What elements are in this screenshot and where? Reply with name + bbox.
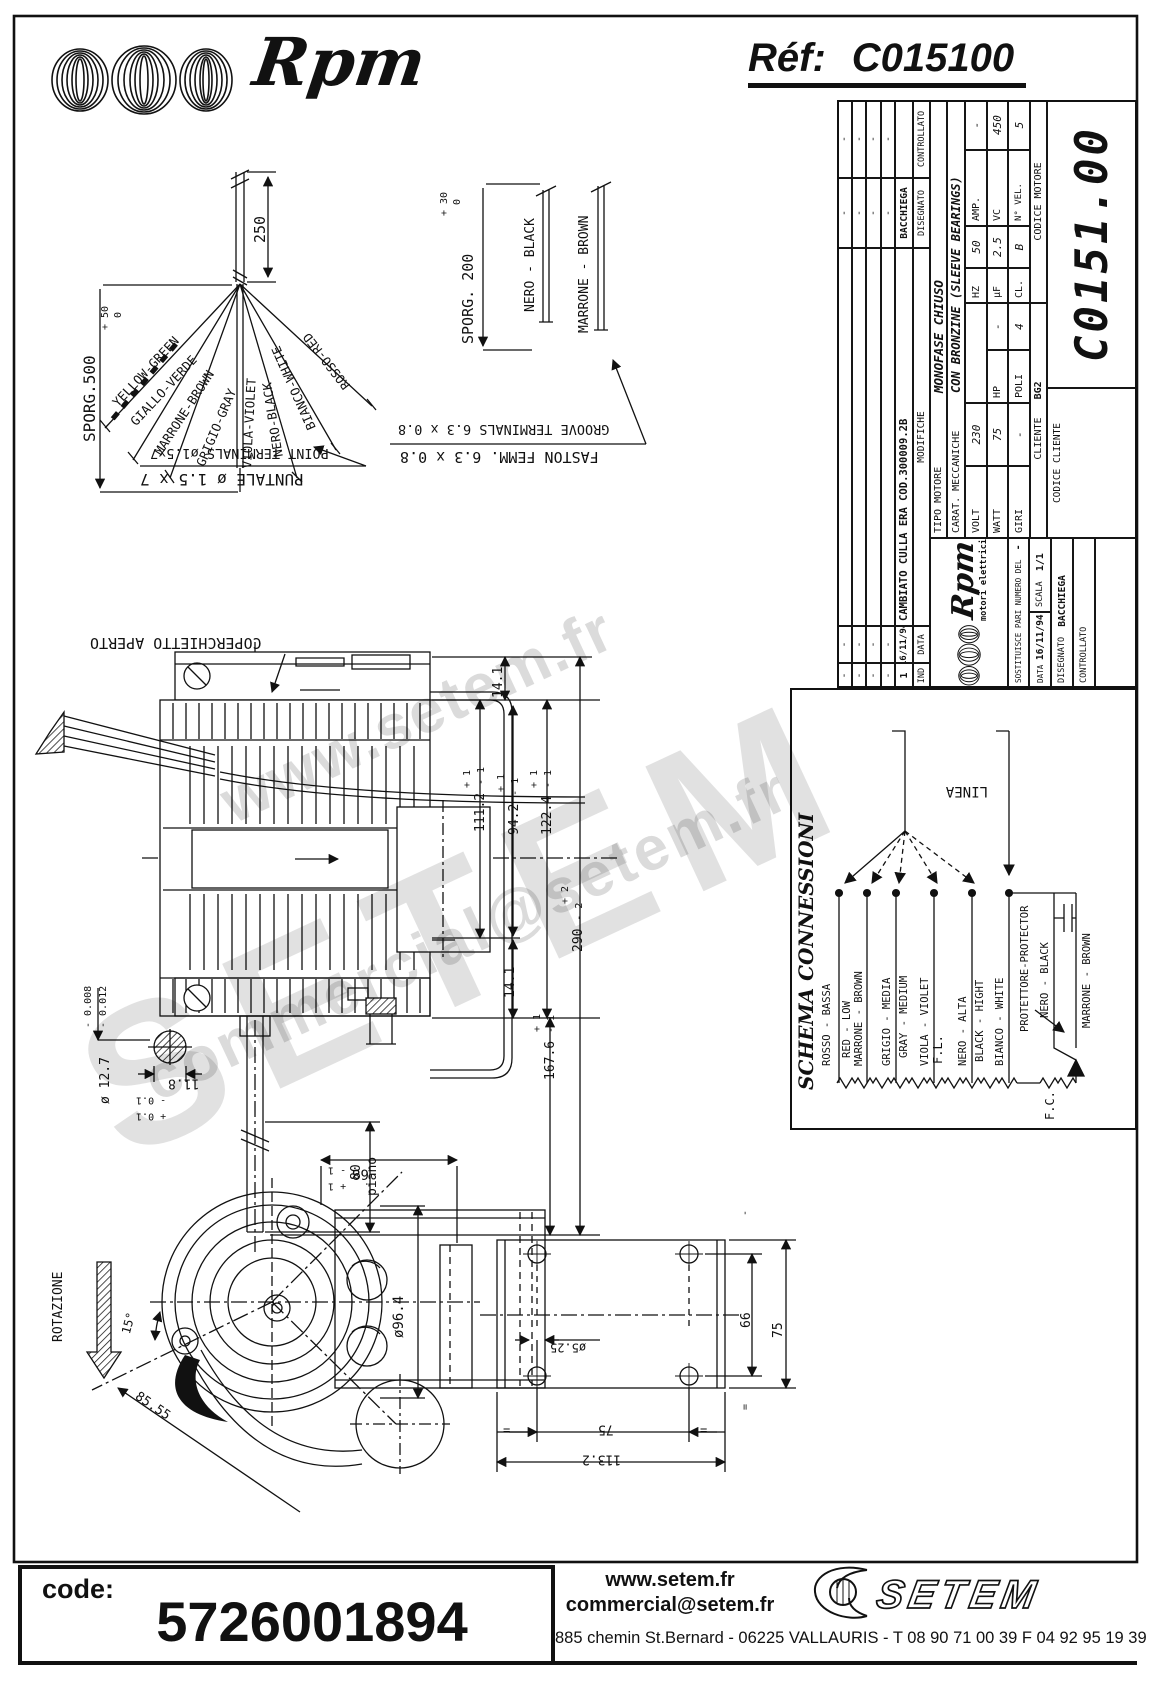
footer-web: www.setem.fr bbox=[605, 1569, 735, 1591]
wire-label: NERO - ALTA bbox=[957, 996, 969, 1066]
dim-dash-mark: - bbox=[740, 1209, 751, 1216]
dim-eq: = bbox=[700, 1423, 708, 1438]
footer-right: www.setem.fr commercial@setem.fr SETEM 8… bbox=[555, 1562, 1147, 1665]
dim-sporg500: SPORG.500 bbox=[80, 355, 99, 442]
wire-label: BLACK - HIGHT bbox=[974, 979, 986, 1062]
dim-250: 250 bbox=[251, 215, 269, 243]
dim-tol: + 0.1 bbox=[136, 1110, 167, 1122]
dim-113-2: 113.2 bbox=[582, 1451, 622, 1467]
wire-label: ROSSO - BASSA bbox=[821, 983, 833, 1066]
dim-tol: + 1 bbox=[529, 769, 540, 788]
dim-290: 290 - 2 bbox=[571, 902, 586, 952]
schema-title: SCHEMA CONNESSIONI bbox=[794, 812, 818, 1090]
rpm-logo-cell: Rpm motori elettrici bbox=[930, 538, 1008, 688]
dim-68: 68 bbox=[352, 1165, 369, 1182]
dim-167-6: 167.6 - 1 bbox=[543, 1014, 558, 1080]
schema-linework bbox=[834, 730, 1086, 1090]
reference-header: Réf: C015100 bbox=[748, 36, 1026, 88]
title-block: - - - - - - - - - - - - - - - - 1 16/11/… bbox=[837, 100, 1137, 688]
fl-label: F.L. bbox=[931, 1035, 945, 1064]
faston-label: FASTON FEMM. 6.3 x 0.8 bbox=[400, 447, 599, 466]
rpm-coils-icon bbox=[51, 45, 233, 115]
setem-logo-text: SETEM bbox=[873, 1572, 1044, 1617]
dim-tol: + 1 bbox=[496, 773, 507, 792]
dim-tol: + 1 bbox=[462, 769, 473, 788]
wire-label: MARRONE - BROWN bbox=[1081, 933, 1093, 1028]
dim-tol: + 30 bbox=[439, 191, 450, 216]
dim-tol: - 1 bbox=[328, 1164, 347, 1176]
ref-label: Réf: bbox=[748, 36, 826, 80]
wiring-schema: SCHEMA CONNESSIONI ROSSO - BASSA RED - L… bbox=[790, 688, 1137, 1130]
dim-14-1-lower: 14.1 bbox=[503, 966, 518, 998]
code-value: 5726001894 bbox=[156, 1590, 468, 1653]
dim-sporg200: SPORG. 200 bbox=[459, 253, 477, 344]
fc-label: F.C. bbox=[1043, 1091, 1057, 1120]
ref-value: C015100 bbox=[851, 36, 1015, 80]
wire-label: MARRONE - BROWN bbox=[853, 971, 865, 1066]
wire-label: NERO - BLACK bbox=[1039, 942, 1051, 1018]
dim-122-4: 122.4 - 1 bbox=[540, 769, 555, 835]
code-label: code: bbox=[42, 1574, 115, 1604]
wire-label: VIOLA - VIOLET bbox=[919, 977, 931, 1066]
dim-tol: - 0.012 bbox=[98, 985, 109, 1028]
dim-tol: + 2 bbox=[560, 885, 571, 904]
dim-dia-5-25: ø5.25 bbox=[550, 1340, 587, 1355]
rotazione-label: ROTAZIONE bbox=[51, 1271, 66, 1342]
cable-label-marrone: MARRONE - BROWN bbox=[577, 215, 592, 333]
dim-tol: + 50 bbox=[100, 305, 111, 330]
brand-logo-text: Rpm bbox=[248, 23, 431, 101]
dim-11-8: 11.8 bbox=[168, 1075, 200, 1091]
dim-dia-96-4: ø96.4 bbox=[391, 1295, 407, 1338]
dim-tol: - 0.008 bbox=[83, 985, 94, 1028]
dim-66: 66 bbox=[739, 1312, 754, 1328]
footer-email: commercial@setem.fr bbox=[565, 1594, 775, 1616]
puntale-label: PUNTALE ø 1.5 x 7 bbox=[140, 469, 304, 489]
setem-logo-icon: SETEM bbox=[813, 1566, 1045, 1619]
dim-94-2: 94.2 - 1 bbox=[507, 777, 522, 835]
groove-terminals-label: GROOVE TERMINALS 6.3 x 0.8 bbox=[398, 421, 610, 438]
wire-label: GRAY - MEDIUM bbox=[898, 975, 910, 1058]
dim-dia-12-7: ø 12.7 bbox=[98, 1057, 113, 1104]
rpm-coils-small-icon bbox=[957, 625, 981, 686]
dim-tol: 0 bbox=[113, 311, 124, 318]
wire-label: PROTETTORE-PROTECTOR bbox=[1019, 905, 1031, 1032]
wire-label: BIANCO - WHITE bbox=[994, 977, 1006, 1066]
footer-address: 885 chemin St.Bernard - 06225 VALLAURIS … bbox=[555, 1629, 1147, 1647]
wire-label: RED - LOW bbox=[841, 1001, 853, 1058]
cable-label-nero: NERO - BLACK bbox=[523, 218, 538, 312]
dim-eq-mark: = bbox=[740, 1403, 751, 1410]
dim-tol: 0 bbox=[452, 198, 463, 205]
wire-label: GRIGIO - MEDIA bbox=[881, 977, 893, 1066]
coperchietto-label: COPERCHIETTO APERTO bbox=[90, 633, 262, 652]
point-terminals-label: POINT TERMINALS ø1.5x7 bbox=[150, 445, 329, 462]
dim-111-2: 111.2 - 1 bbox=[473, 766, 488, 832]
dim-eq: = bbox=[503, 1423, 511, 1438]
dim-tol: + 1 bbox=[532, 1013, 543, 1032]
dim-14-1: 14.1 bbox=[491, 666, 506, 698]
dim-tol: - 0.1 bbox=[136, 1094, 167, 1106]
dim-tol: + 1 bbox=[328, 1180, 347, 1192]
linea-label: LINEA bbox=[945, 783, 988, 799]
code-box: code: 5726001894 bbox=[18, 1565, 555, 1665]
dim-75-bottom: 75 bbox=[598, 1421, 614, 1437]
dim-75-right: 75 bbox=[771, 1322, 786, 1338]
